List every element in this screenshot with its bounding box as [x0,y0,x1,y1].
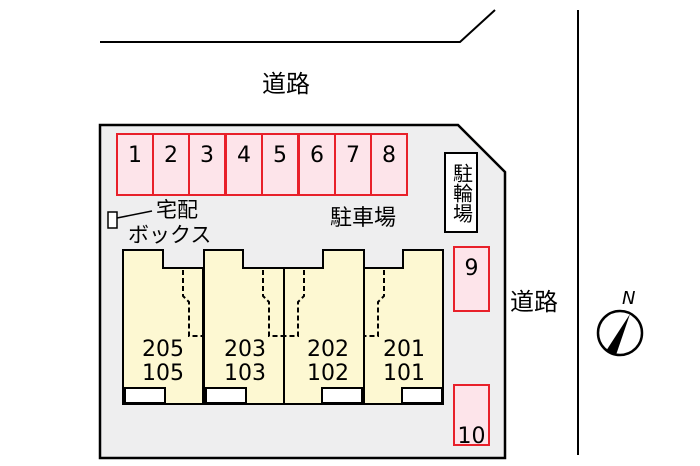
delivery-box-icon [107,210,153,229]
entrance-boxes [124,387,443,404]
unit-lower: 101 [383,361,425,386]
right-road-label: 道路 [510,288,558,316]
parking-slot-6: 6 [298,133,336,196]
parking-slot-7: 7 [334,133,372,196]
unit-upper: 202 [307,337,349,362]
bicycle-parking-label: 駐輪場 [444,152,478,233]
unit-lower: 102 [307,361,349,386]
parking-slot-9: 9 [453,246,490,312]
compass-icon [596,309,644,357]
delivery-box-label-1: 宅配 [156,198,198,222]
parking-slot-2: 2 [152,133,190,196]
parking-label: 駐車場 [330,206,397,231]
unit-upper: 203 [224,337,266,362]
parking-slot-8: 8 [370,133,408,196]
top-road-label: 道路 [262,70,310,98]
unit-lower: 103 [224,361,266,386]
unit-upper: 205 [142,337,184,362]
unit-lower: 105 [142,361,184,386]
stair-dashes [182,270,385,337]
parking-slot-3: 3 [188,133,226,196]
parking-slot-5: 5 [261,133,299,196]
top-road-edge [100,9,496,43]
compass-north-label: N [622,288,636,309]
unit-upper: 201 [383,337,425,362]
parking-slot-4: 4 [225,133,263,196]
delivery-box-label-2: ボックス [128,223,212,247]
parking-slot-10: 10 [453,384,490,449]
parking-slot-1: 1 [116,133,154,196]
